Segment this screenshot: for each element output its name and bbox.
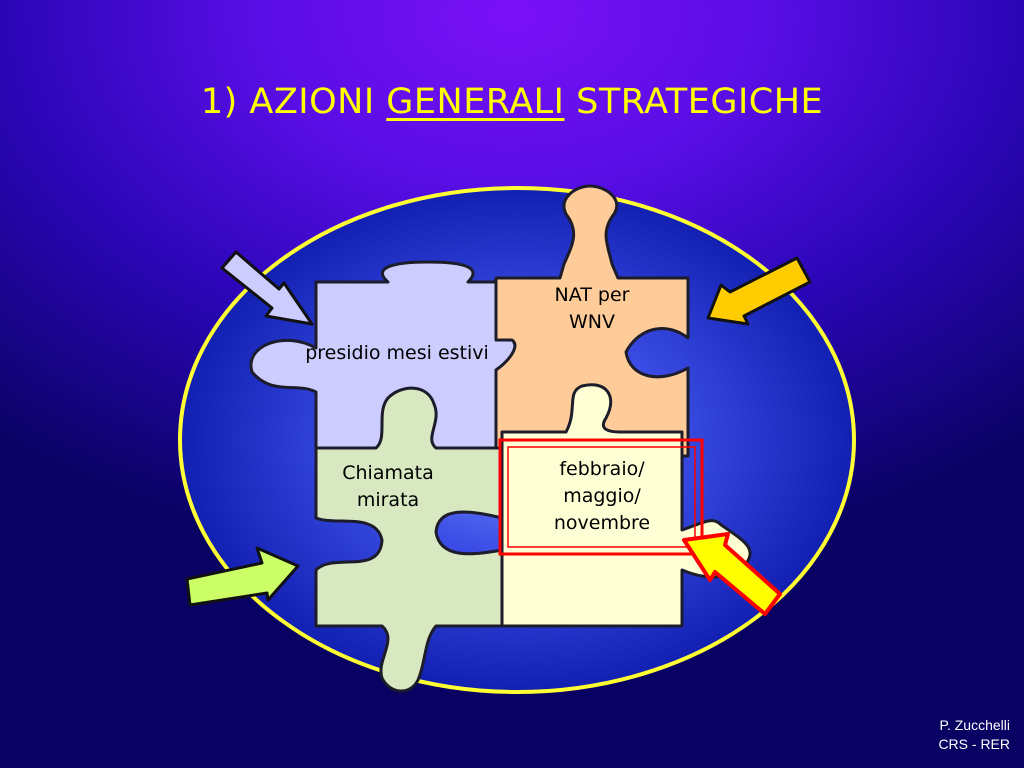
author-credit: P. Zucchelli CRS - RER <box>938 716 1010 754</box>
chiamata-line-2: mirata <box>356 489 420 511</box>
arrow-lavender-icon <box>220 250 314 326</box>
febbraio-line-3: novembre <box>553 512 651 534</box>
label-nat: NAT per WNV <box>522 282 662 336</box>
nat-line-2: WNV <box>569 311 615 333</box>
credit-line-1: P. Zucchelli <box>939 717 1010 733</box>
label-presidio: presidio mesi estivi <box>272 340 522 367</box>
highlight-box-inner <box>507 446 696 548</box>
arrow-yellow-icon <box>682 532 782 616</box>
slide-title: 1) AZIONI GENERALI STRATEGICHE <box>0 82 1024 122</box>
arrow-green-icon <box>185 546 300 607</box>
presidio-text: presidio mesi estivi <box>305 342 489 364</box>
label-febbraio: febbraio/ maggio/ novembre <box>522 456 682 537</box>
title-part-3: STRATEGICHE <box>564 82 824 122</box>
nat-line-1: NAT per <box>554 284 630 306</box>
arrow-orange-icon <box>706 256 812 326</box>
febbraio-line-1: febbraio/ <box>559 458 645 480</box>
highlight-box <box>498 438 704 556</box>
puzzle-piece-chiamata <box>314 386 504 693</box>
title-part-1: 1) AZIONI <box>200 82 387 122</box>
chiamata-line-1: Chiamata <box>342 462 434 484</box>
title-underlined-word: GENERALI <box>386 82 565 122</box>
label-chiamata: Chiamata mirata <box>318 460 458 514</box>
credit-line-2: CRS - RER <box>938 736 1010 752</box>
febbraio-line-2: maggio/ <box>563 485 641 507</box>
